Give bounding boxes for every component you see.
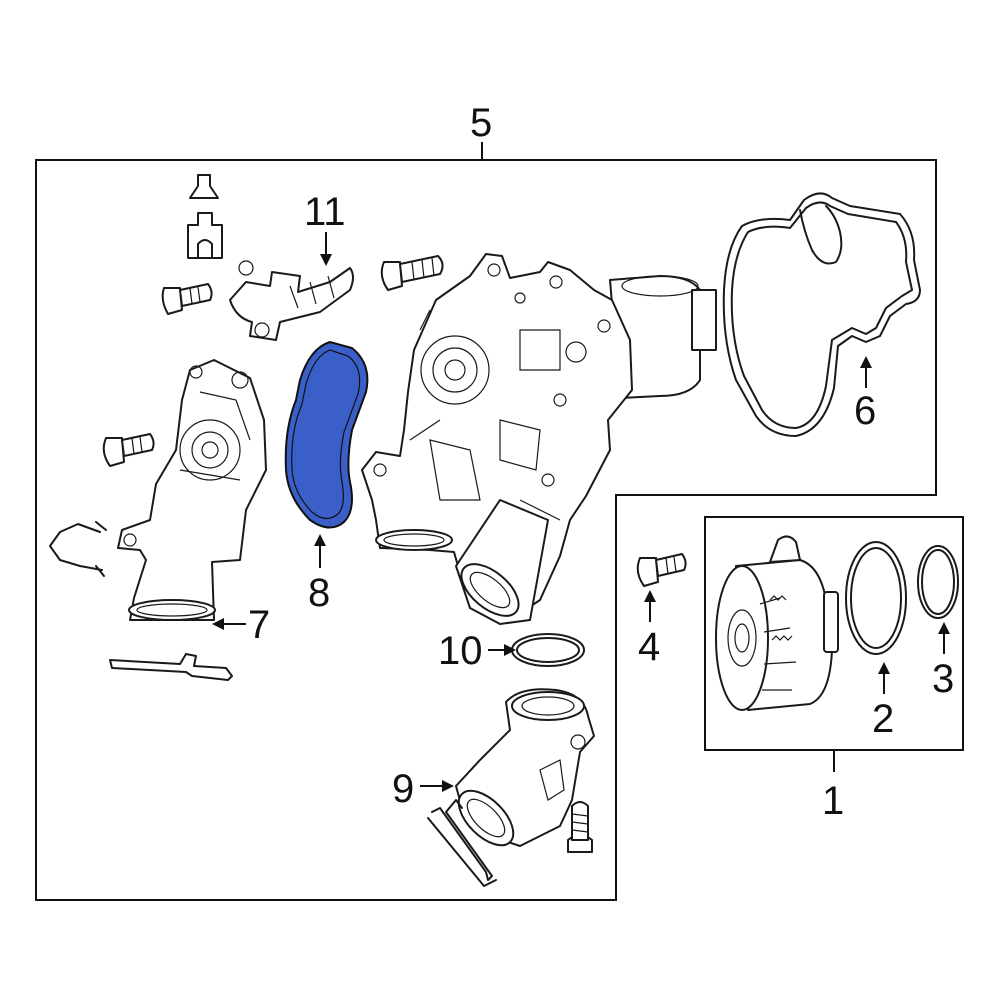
water-pump-assembly-part — [361, 253, 717, 625]
callout-5: 5 — [470, 101, 492, 145]
callout-7: 7 — [248, 603, 270, 647]
pump-gasket-part — [722, 192, 921, 437]
o-ring-part — [511, 633, 585, 667]
pump-seal-ring-part — [845, 541, 907, 655]
callout-1: 1 — [822, 779, 844, 823]
bolt-icon — [380, 255, 444, 291]
callout-2: 2 — [872, 697, 894, 741]
retaining-clip — [109, 653, 233, 681]
callout-10: 10 — [438, 629, 483, 673]
callout-6: 6 — [854, 389, 876, 433]
temperature-sensor-part — [229, 260, 354, 341]
gasket-part-highlighted — [284, 340, 369, 529]
retaining-clip — [49, 521, 107, 577]
pump-impeller-part — [715, 535, 839, 711]
bolt-icon — [102, 433, 155, 467]
callout-3: 3 — [932, 657, 954, 701]
assembly-frame — [35, 159, 937, 901]
bolt-part-4 — [636, 553, 687, 587]
callout-11: 11 — [304, 190, 346, 234]
retaining-clip — [427, 799, 497, 887]
callout-4: 4 — [638, 625, 660, 669]
callout-9: 9 — [392, 767, 414, 811]
callout-8: 8 — [308, 571, 330, 615]
bolt-icon — [161, 283, 213, 315]
sensor-symbol-icon — [187, 174, 223, 259]
coolant-outlet-pipe-part — [455, 688, 595, 847]
thermostat-housing-part — [117, 359, 267, 621]
bolt-icon — [567, 801, 593, 853]
pump-o-ring-part — [917, 545, 959, 619]
